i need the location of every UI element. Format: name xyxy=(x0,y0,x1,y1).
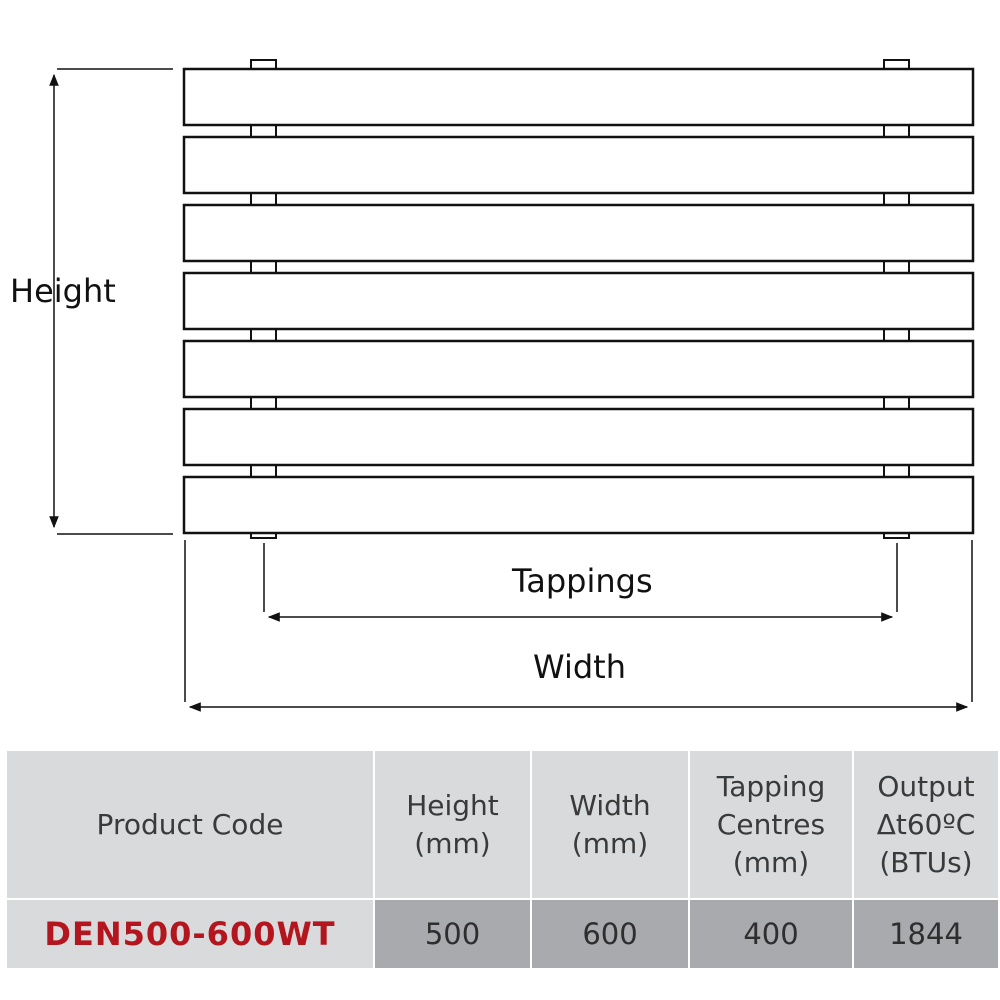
tappings-dimension xyxy=(263,543,898,622)
tappings-label: Tappings xyxy=(511,562,653,600)
header-height: Height (mm) xyxy=(375,751,530,898)
radiator-diagram: Height Tappings Width xyxy=(10,59,975,712)
radiator-bar xyxy=(182,407,975,467)
width-label: Width xyxy=(533,648,626,686)
header-product-code: Product Code xyxy=(7,751,373,898)
header-output: Output Δt60ºC (BTUs) xyxy=(854,751,998,898)
cell-width: 600 xyxy=(532,900,688,968)
cell-output: 1844 xyxy=(854,900,998,968)
cell-height: 500 xyxy=(375,900,530,968)
radiator-bar xyxy=(182,271,975,331)
cell-product-code: DEN500-600WT xyxy=(7,900,373,968)
height-dimension xyxy=(49,68,173,535)
height-label: Height xyxy=(10,272,116,310)
radiator-bars xyxy=(182,67,975,535)
radiator-bar xyxy=(182,203,975,263)
radiator-bar xyxy=(182,339,975,399)
header-width: Width (mm) xyxy=(532,751,688,898)
width-dimension xyxy=(184,540,973,712)
header-tapping-centres: Tapping Centres (mm) xyxy=(690,751,852,898)
spec-table: Product Code Height (mm) Width (mm) Tapp… xyxy=(7,751,998,968)
radiator-bar xyxy=(182,67,975,127)
radiator-bar xyxy=(182,475,975,535)
cell-tapping-centres: 400 xyxy=(690,900,852,968)
radiator-bar xyxy=(182,135,975,195)
